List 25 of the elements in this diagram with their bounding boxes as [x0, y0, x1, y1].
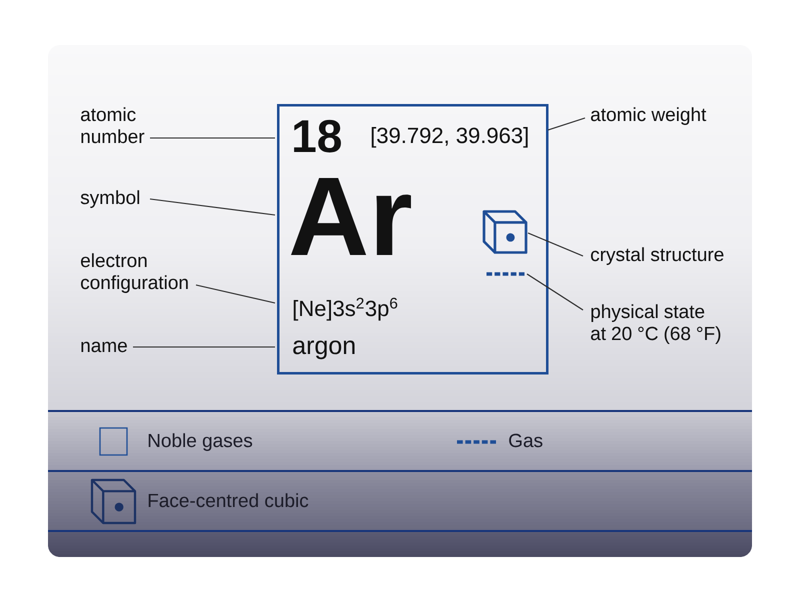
- cube-icon: [482, 210, 528, 254]
- leader-line: [528, 232, 584, 257]
- legend-label: Gas: [509, 434, 542, 448]
- atomic-number: 18: [294, 120, 341, 152]
- leader-line: [150, 137, 275, 139]
- legend-label: Noble gases: [148, 433, 252, 451]
- leader-line: [196, 284, 276, 304]
- callout-label: physical state at 20 °C (68 °F): [591, 304, 720, 344]
- leader-line: [150, 198, 276, 216]
- element-tile: [277, 104, 548, 374]
- atomic-weight: [39.792, 39.963]: [372, 127, 528, 148]
- callout-label: name: [81, 342, 127, 352]
- element-symbol: Ar: [291, 178, 411, 255]
- element-name: argon: [293, 340, 354, 360]
- electron-configuration: [Ne]3s$^{2}$3p$^{6}$: [294, 298, 398, 321]
- dashed-line-icon: [486, 272, 524, 276]
- callout-label: crystal structure: [591, 247, 724, 265]
- leader-line: [133, 346, 275, 348]
- callout-label: symbol: [80, 190, 140, 208]
- leader-line: [526, 274, 584, 310]
- callout-label: atomic weight: [591, 107, 706, 125]
- callout-label: atomic number: [81, 107, 144, 144]
- legend-label: Face-centred cubic: [148, 493, 308, 508]
- leader-line: [548, 117, 586, 131]
- callout-label: electron configuration: [81, 253, 188, 293]
